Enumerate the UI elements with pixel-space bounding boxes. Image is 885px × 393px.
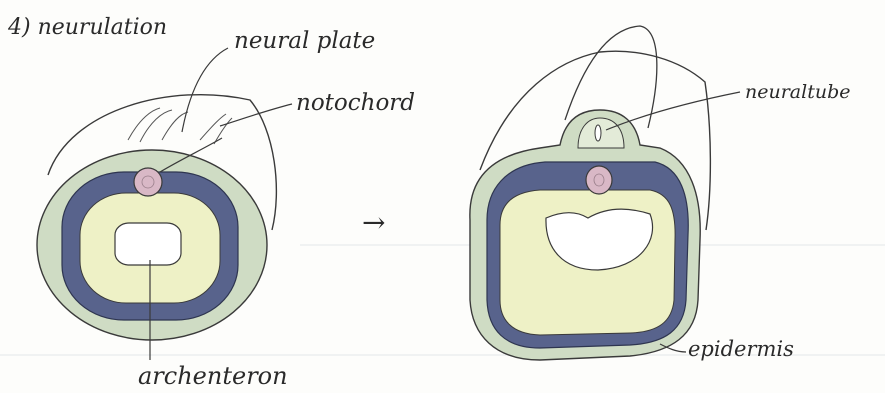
embryo-neural-plate-stage	[37, 95, 276, 340]
neural-tube-lumen	[595, 125, 601, 141]
archenteron-cavity	[115, 223, 181, 265]
notochord-label: notochord	[296, 90, 415, 116]
embryo-neural-tube-stage	[470, 26, 711, 360]
neural-plate-label: neural plate	[234, 28, 375, 54]
title-text: 4) neurulation	[7, 15, 167, 40]
notochord-left	[134, 168, 162, 196]
neural-plate-streaks	[128, 108, 232, 144]
archenteron-label: archenteron	[138, 362, 288, 390]
notochord-right	[586, 166, 612, 194]
stage-arrow: →	[362, 206, 385, 239]
neural-tube-label: neuraltube	[745, 81, 850, 103]
neural-plate-leader	[182, 48, 228, 132]
epidermis-label: epidermis	[688, 337, 794, 361]
